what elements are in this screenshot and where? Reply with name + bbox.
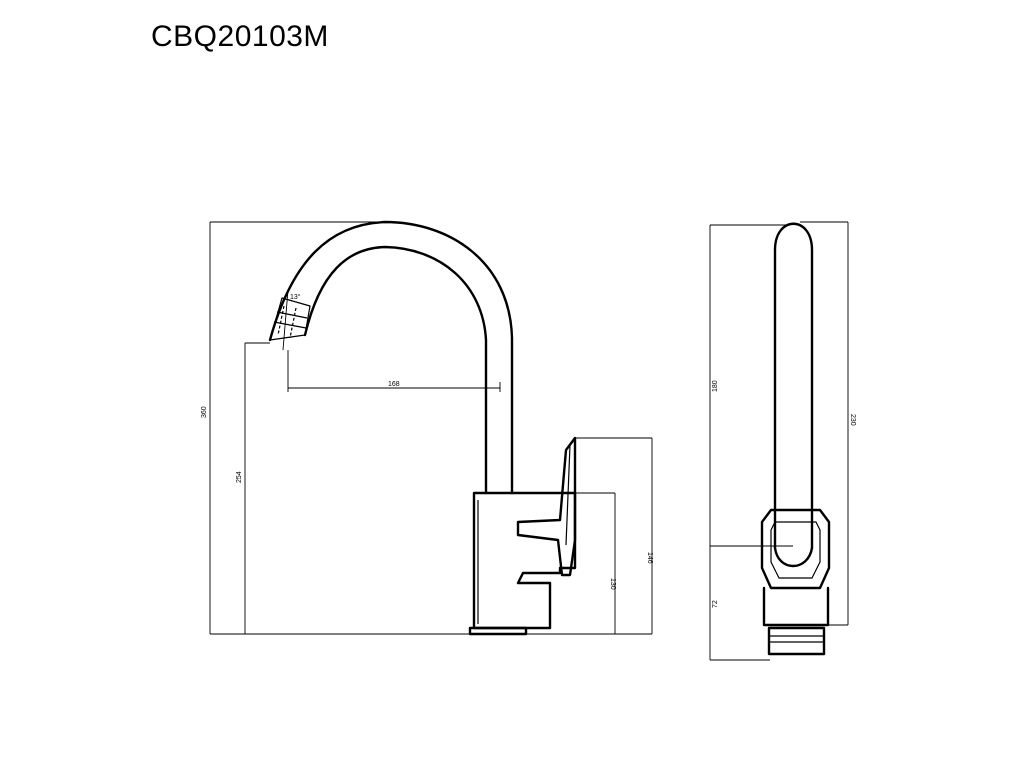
- side-view: 180 230 72: [709, 221, 856, 661]
- spout-outer: [268, 220, 514, 495]
- dim-label-side-total: 230: [849, 414, 856, 426]
- front-view: 360 254 168 13° 146 130: [201, 220, 653, 636]
- dim-label-total-height: 360: [201, 406, 208, 418]
- side-spout: [773, 222, 814, 550]
- side-base: [767, 626, 826, 656]
- side-body-inner: [770, 521, 821, 579]
- dim-label-side-upper: 180: [712, 380, 719, 392]
- faucet-handle: [516, 436, 577, 577]
- dim-label-side-lower: 72: [712, 600, 719, 608]
- side-body-lower: [762, 586, 830, 627]
- drawing-title: CBQ20103M: [151, 20, 329, 53]
- dim-label-handle-height: 146: [646, 552, 653, 564]
- dim-label-spout-angle: 13°: [290, 293, 301, 301]
- dim-label-spout-reach: 168: [388, 381, 400, 388]
- side-body-outer: [760, 508, 831, 590]
- dim-label-body-height: 130: [609, 578, 616, 590]
- dim-label-spout-height: 254: [236, 471, 243, 483]
- aerator-nozzle: [269, 297, 311, 341]
- faucet-base: [468, 626, 528, 636]
- spout-inner: [303, 245, 488, 495]
